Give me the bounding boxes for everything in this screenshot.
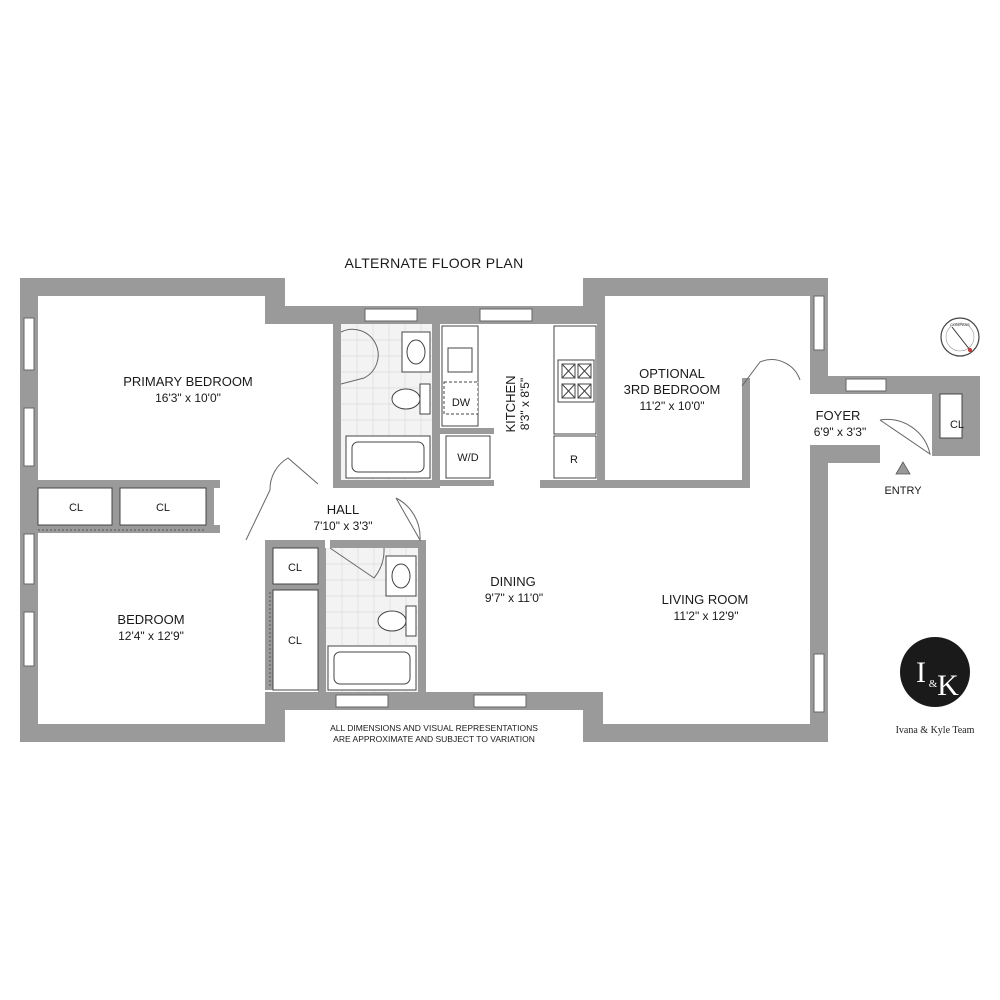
closet-label-4: CL	[288, 635, 302, 647]
dishwasher	[443, 381, 479, 415]
windows	[23, 295, 887, 713]
closet-label-2: CL	[156, 502, 170, 514]
disclaimer-line-2: ARE APPROXIMATE AND SUBJECT TO VARIATION	[333, 734, 535, 744]
bath-2-fixtures	[327, 555, 417, 691]
primary-bedroom-dims: 16'3" x 10'0"	[155, 391, 221, 405]
living-room-dims: 11'2" x 12'9"	[674, 609, 739, 623]
bath-2-toilet-tank	[405, 605, 417, 637]
bath-1-toilet	[391, 388, 421, 410]
disclaimer-line-1: ALL DIMENSIONS AND VISUAL REPRESENTATION…	[330, 723, 538, 733]
dining-label: DINING	[490, 574, 536, 589]
brand-logo-letter-i: I	[916, 656, 926, 689]
bedroom-dims: 12'4" x 12'9"	[118, 629, 184, 643]
closet-label-1: CL	[69, 502, 83, 514]
kitchen-label-group: KITCHEN 8'3" x 8'5"	[503, 375, 532, 432]
stove-burners-icon	[561, 363, 592, 399]
plan-title: ALTERNATE FLOOR PLAN	[345, 255, 524, 271]
kitchen-sink	[447, 347, 473, 373]
bedroom-label: BEDROOM	[117, 612, 184, 627]
refrigerator	[553, 435, 597, 479]
interior-walls	[20, 296, 940, 696]
optional-bedroom-label-2: 3RD BEDROOM	[624, 382, 721, 397]
washer-dryer-label: W/D	[457, 452, 478, 464]
optional-bedroom-label-1: OPTIONAL	[639, 366, 705, 381]
primary-bedroom-label: PRIMARY BEDROOM	[123, 374, 253, 389]
foyer-dims: 6'9" x 3'3"	[814, 425, 866, 439]
hall-label: HALL	[327, 502, 360, 517]
closet-label-3: CL	[288, 562, 302, 574]
brand-logo-letter-k: K	[937, 669, 959, 702]
foyer-label: FOYER	[816, 408, 861, 423]
closets	[37, 393, 963, 691]
entry-arrow-icon	[895, 461, 911, 475]
kitchen-label: KITCHEN	[503, 375, 518, 432]
washer-dryer	[445, 435, 491, 479]
refrigerator-label: R	[570, 454, 578, 466]
brand-name: Ivana & Kyle Team	[896, 725, 975, 736]
hall-dims: 7'10" x 3'3"	[313, 519, 372, 533]
optional-bedroom-dims: 11'2" x 10'0"	[640, 399, 705, 413]
brand-logo: I & K	[900, 637, 970, 707]
brand-logo-circle	[900, 637, 970, 707]
doors	[38, 328, 931, 688]
bath-1-toilet-tank	[419, 383, 431, 415]
brand-logo-ampersand: &	[929, 678, 938, 690]
kitchen-dims: 8'3" x 8'5"	[518, 378, 532, 430]
closet-label-5: CL	[950, 419, 964, 431]
compass-icon: COMPASS	[940, 317, 980, 357]
bath-1-fixtures	[345, 331, 431, 479]
dishwasher-label: DW	[452, 397, 471, 409]
compass-label: COMPASS	[950, 322, 970, 327]
living-room-label: LIVING ROOM	[662, 592, 749, 607]
dining-dims: 9'7" x 11'0"	[485, 591, 543, 605]
entry-label: ENTRY	[884, 485, 922, 497]
kitchen-fixtures	[441, 325, 597, 479]
bath-2-toilet	[377, 610, 407, 632]
